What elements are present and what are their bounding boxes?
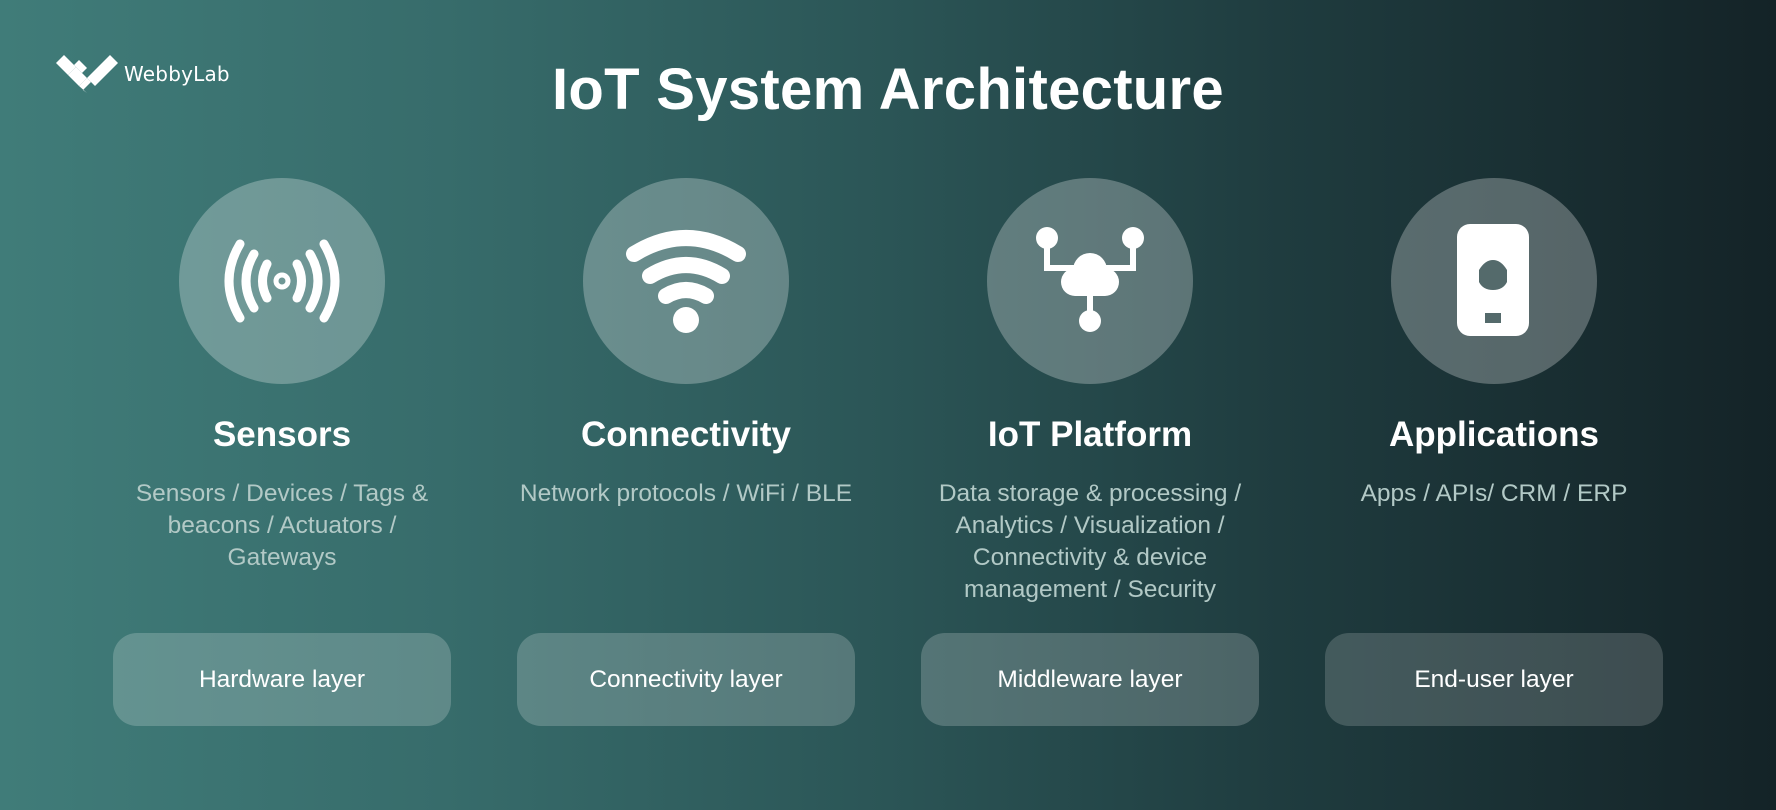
- wifi-icon: [626, 230, 746, 333]
- column-connectivity: Connectivity Network protocols / WiFi / …: [484, 178, 888, 510]
- column-sensors: Sensors Sensors / Devices / Tags & beaco…: [80, 178, 484, 574]
- icon-circle: [583, 178, 789, 384]
- column-heading: Applications: [1388, 415, 1600, 454]
- column-heading: Sensors: [212, 415, 352, 454]
- layer-badge-connectivity: Connectivity layer: [517, 633, 855, 726]
- icon-circle: [179, 178, 385, 384]
- layer-badge-end-user: End-user layer: [1325, 633, 1663, 726]
- brand-logo: WebbyLab: [56, 54, 230, 94]
- column-heading: IoT Platform: [987, 415, 1193, 454]
- layer-badge-hardware: Hardware layer: [113, 633, 451, 726]
- cloud-network-icon: [1036, 227, 1144, 332]
- smartphone-app-icon: [1457, 224, 1529, 336]
- column-description: Network protocols / WiFi / BLE: [519, 480, 853, 507]
- column-description: Sensors / Devices / Tags & beacons / Act…: [135, 480, 429, 571]
- layer-badge-middleware: Middleware layer: [921, 633, 1259, 726]
- column-iot-platform: IoT Platform Data storage & processing /…: [888, 178, 1292, 606]
- webbylab-logo-icon: [56, 55, 118, 93]
- icon-circle: [1391, 178, 1597, 384]
- broadcast-signal-icon: [224, 239, 340, 323]
- column-description: Apps / APIs/ CRM / ERP: [1360, 480, 1628, 507]
- page-title: IoT System Architecture: [552, 57, 1224, 122]
- brand-name: WebbyLab: [124, 62, 230, 86]
- column-description: Data storage & processing / Analytics / …: [938, 480, 1242, 603]
- column-applications: Applications Apps / APIs/ CRM / ERP: [1292, 178, 1696, 510]
- column-heading: Connectivity: [580, 415, 792, 454]
- icon-circle: [987, 178, 1193, 384]
